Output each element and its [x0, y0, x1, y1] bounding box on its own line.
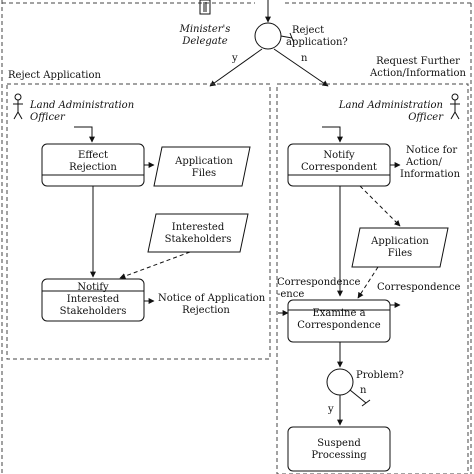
- lao-left-label-2: Officer: [30, 112, 66, 123]
- problem-no-label: n: [360, 385, 367, 396]
- application-files-left-label-1: Application: [174, 156, 233, 167]
- problem-yes-label: y: [327, 404, 334, 415]
- notify-correspondent-label-1: Notify: [323, 150, 355, 161]
- effect-rejection-label-2: Rejection: [69, 162, 117, 173]
- decision-question-2: application?: [286, 37, 348, 48]
- notify-stakeholders-label-1: Notify: [77, 282, 109, 293]
- yes-label: y: [231, 53, 238, 64]
- decision-question-1: Reject: [292, 25, 324, 36]
- application-files-right-label-1: Application: [370, 236, 429, 247]
- lane-right-title-2: Action/Information: [369, 68, 466, 79]
- correspondence-in-label-2: -ence: [277, 289, 304, 300]
- correspondence-out-label: Correspondence: [377, 282, 461, 293]
- suspend-label-2: Processing: [311, 450, 367, 461]
- notify-stakeholders-box: [41, 278, 145, 322]
- lao-left-label-1: Land Administration: [29, 100, 134, 111]
- notice-rejection-label-2: Rejection: [182, 305, 230, 316]
- decision-reject-node: [254, 22, 282, 50]
- lane-left: [6, 83, 271, 360]
- minister-actor-icon: [199, 0, 211, 15]
- problem-label: Problem?: [356, 370, 404, 381]
- correspondence-in-label-1: Correspondence: [277, 277, 361, 288]
- notify-stakeholders-label-3: Stakeholders: [60, 306, 127, 317]
- no-arrow: [273, 48, 329, 87]
- problem-no-branch: [349, 389, 367, 404]
- minister-label-1: Minister's: [179, 24, 231, 35]
- lao-right-actor-icon: [450, 93, 460, 120]
- notice-action-label-1: Notice for: [406, 145, 457, 156]
- lane-right-title-1: Request Further: [376, 56, 460, 67]
- suspend-label-1: Suspend: [317, 438, 361, 449]
- application-files-left-label-2: Files: [192, 168, 216, 179]
- no-label: n: [301, 53, 308, 64]
- suspend-processing-box: [287, 426, 391, 472]
- notice-rejection-label-1: Notice of Application: [158, 293, 266, 304]
- lao-left-actor-icon: [13, 93, 23, 120]
- decision-problem-node: [326, 368, 354, 396]
- examine-label-2: Correspondence: [297, 320, 381, 331]
- notify-correspondent-label-2: Correspondent: [301, 162, 377, 173]
- application-files-right-label-2: Files: [388, 248, 412, 259]
- notice-action-label-3: Information: [400, 169, 461, 180]
- lao-right-label-1: Land Administration: [338, 100, 443, 111]
- interested-stakeholders-data: [147, 213, 249, 253]
- lane-right: [276, 83, 469, 474]
- application-files-right: [351, 227, 449, 268]
- effect-rejection-label-1: Effect: [78, 150, 108, 161]
- lao-right-label-2: Officer: [408, 112, 444, 123]
- examine-label-1: Examine a: [312, 308, 365, 319]
- lane-left-title: Reject Application: [8, 70, 101, 81]
- notify-stakeholders-label-2: Interested: [67, 294, 120, 305]
- interested-stakeholders-label-1: Interested: [172, 222, 225, 233]
- application-files-left: [153, 146, 251, 187]
- yes-arrow: [209, 48, 263, 87]
- notice-action-label-2: Action/: [405, 157, 443, 168]
- interested-stakeholders-label-2: Stakeholders: [165, 234, 232, 245]
- minister-label-2: Delegate: [181, 36, 227, 47]
